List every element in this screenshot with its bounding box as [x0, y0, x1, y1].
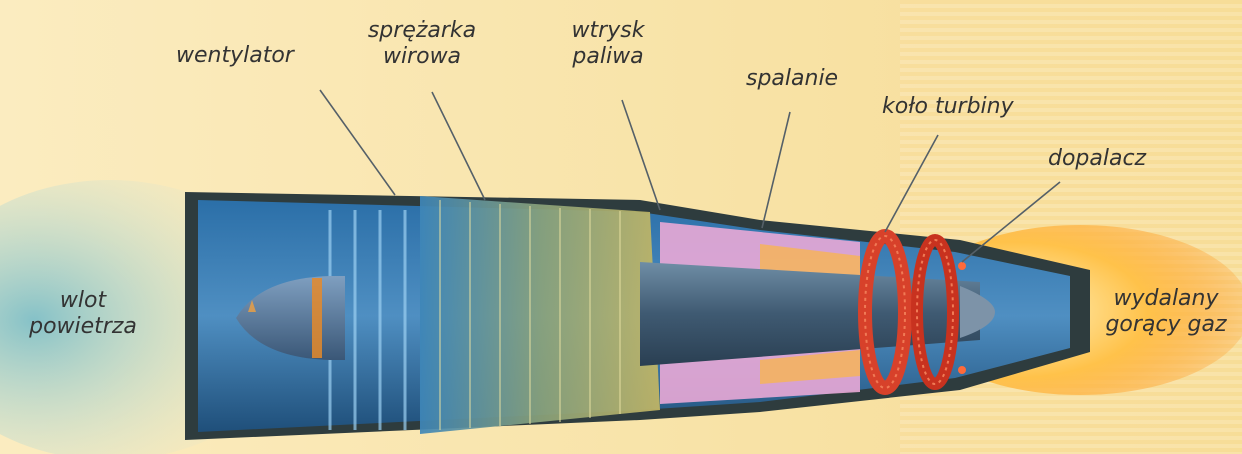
label-turbine-wheel: koło turbiny — [882, 94, 1014, 120]
label-fuel-injection: wtrysk paliwa — [548, 18, 668, 70]
label-compressor: sprężarka wirowa — [362, 18, 482, 70]
compressor — [420, 196, 660, 434]
label-exhaust: wydalany gorący gaz — [1092, 286, 1240, 338]
label-inlet: wlot powietrza — [8, 288, 158, 340]
label-combustion: spalanie — [746, 66, 838, 92]
label-fan: wentylator — [176, 43, 294, 69]
label-afterburner: dopalacz — [1048, 146, 1146, 172]
